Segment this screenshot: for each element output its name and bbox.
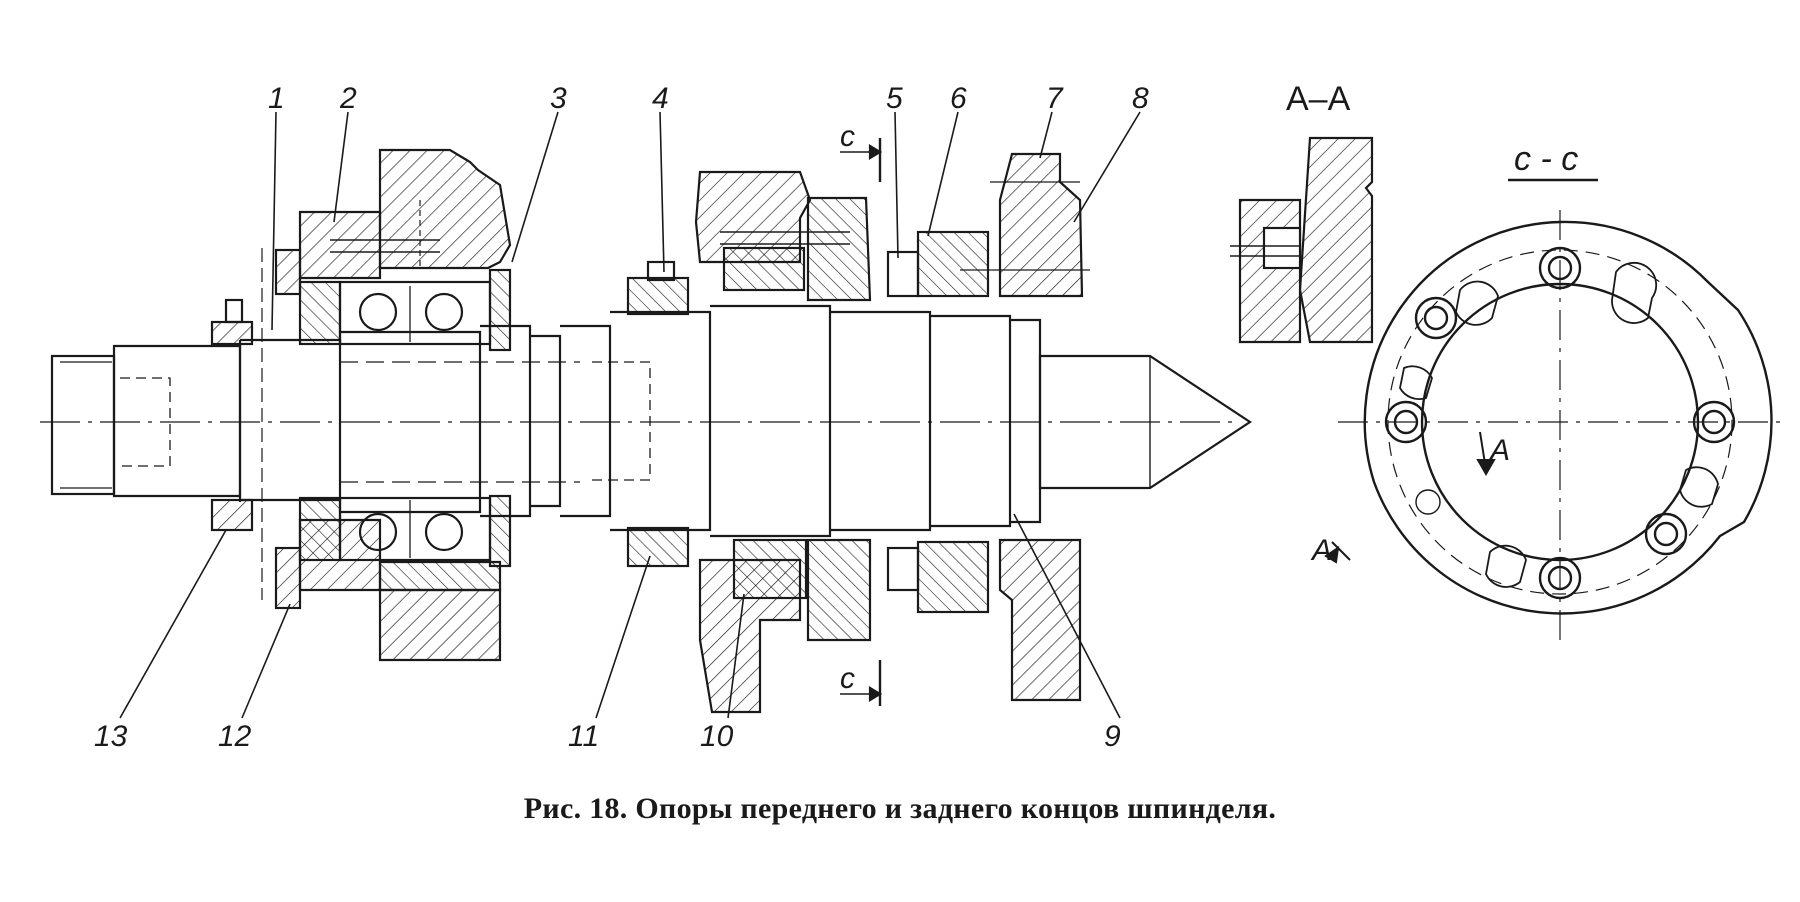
callout-10: 10 (700, 720, 734, 753)
section-a-mark-inner: A (1488, 434, 1510, 467)
callout-11: 11 (568, 720, 599, 753)
front-flange (886, 152, 1090, 702)
section-aa-title: А–А (1286, 80, 1351, 118)
rear-ball-bearings (298, 268, 512, 568)
rear-nut-and-cover (210, 248, 302, 610)
middle-locking-nut (626, 260, 690, 568)
rear-bearing-housing (298, 148, 512, 662)
center-cone (1038, 354, 1252, 490)
callout-13: 13 (94, 720, 128, 753)
callout-5: 5 (886, 82, 903, 115)
callout-6: 6 (950, 82, 967, 115)
section-c-bottom-mark: c (840, 662, 855, 695)
section-a-mark-outer: A (1310, 534, 1332, 567)
flange-bolt-holes (1384, 246, 1736, 600)
callout-3: 3 (550, 82, 567, 115)
callout-2: 2 (339, 82, 357, 115)
flange-slots (1399, 261, 1719, 588)
callout-7: 7 (1046, 82, 1064, 115)
callout-8: 8 (1132, 82, 1149, 115)
section-cc-title: c - c (1514, 140, 1578, 178)
section-c-markers (840, 138, 883, 706)
front-bearing-housing (694, 170, 872, 714)
section-a-arrows (1324, 431, 1496, 564)
figure-caption: Рис. 18. Опоры переднего и заднего концо… (0, 792, 1800, 826)
section-c-top-mark: c (840, 120, 855, 153)
callout-1: 1 (268, 82, 285, 115)
callout-labels: 1 2 3 4 5 6 7 8 9 10 11 12 13 (94, 82, 1149, 753)
leader-lines (119, 111, 1141, 719)
callout-12: 12 (218, 720, 252, 753)
section-aa-view (1230, 136, 1374, 344)
main-section-view (40, 111, 1252, 719)
figure-caption-text: Рис. 18. Опоры переднего и заднего концо… (523, 792, 1277, 825)
callout-9: 9 (1104, 720, 1121, 753)
spindle-shaft (340, 304, 1042, 538)
shaft-rear-end (50, 338, 342, 502)
callout-4: 4 (652, 82, 669, 115)
section-cc-view (1324, 178, 1780, 648)
